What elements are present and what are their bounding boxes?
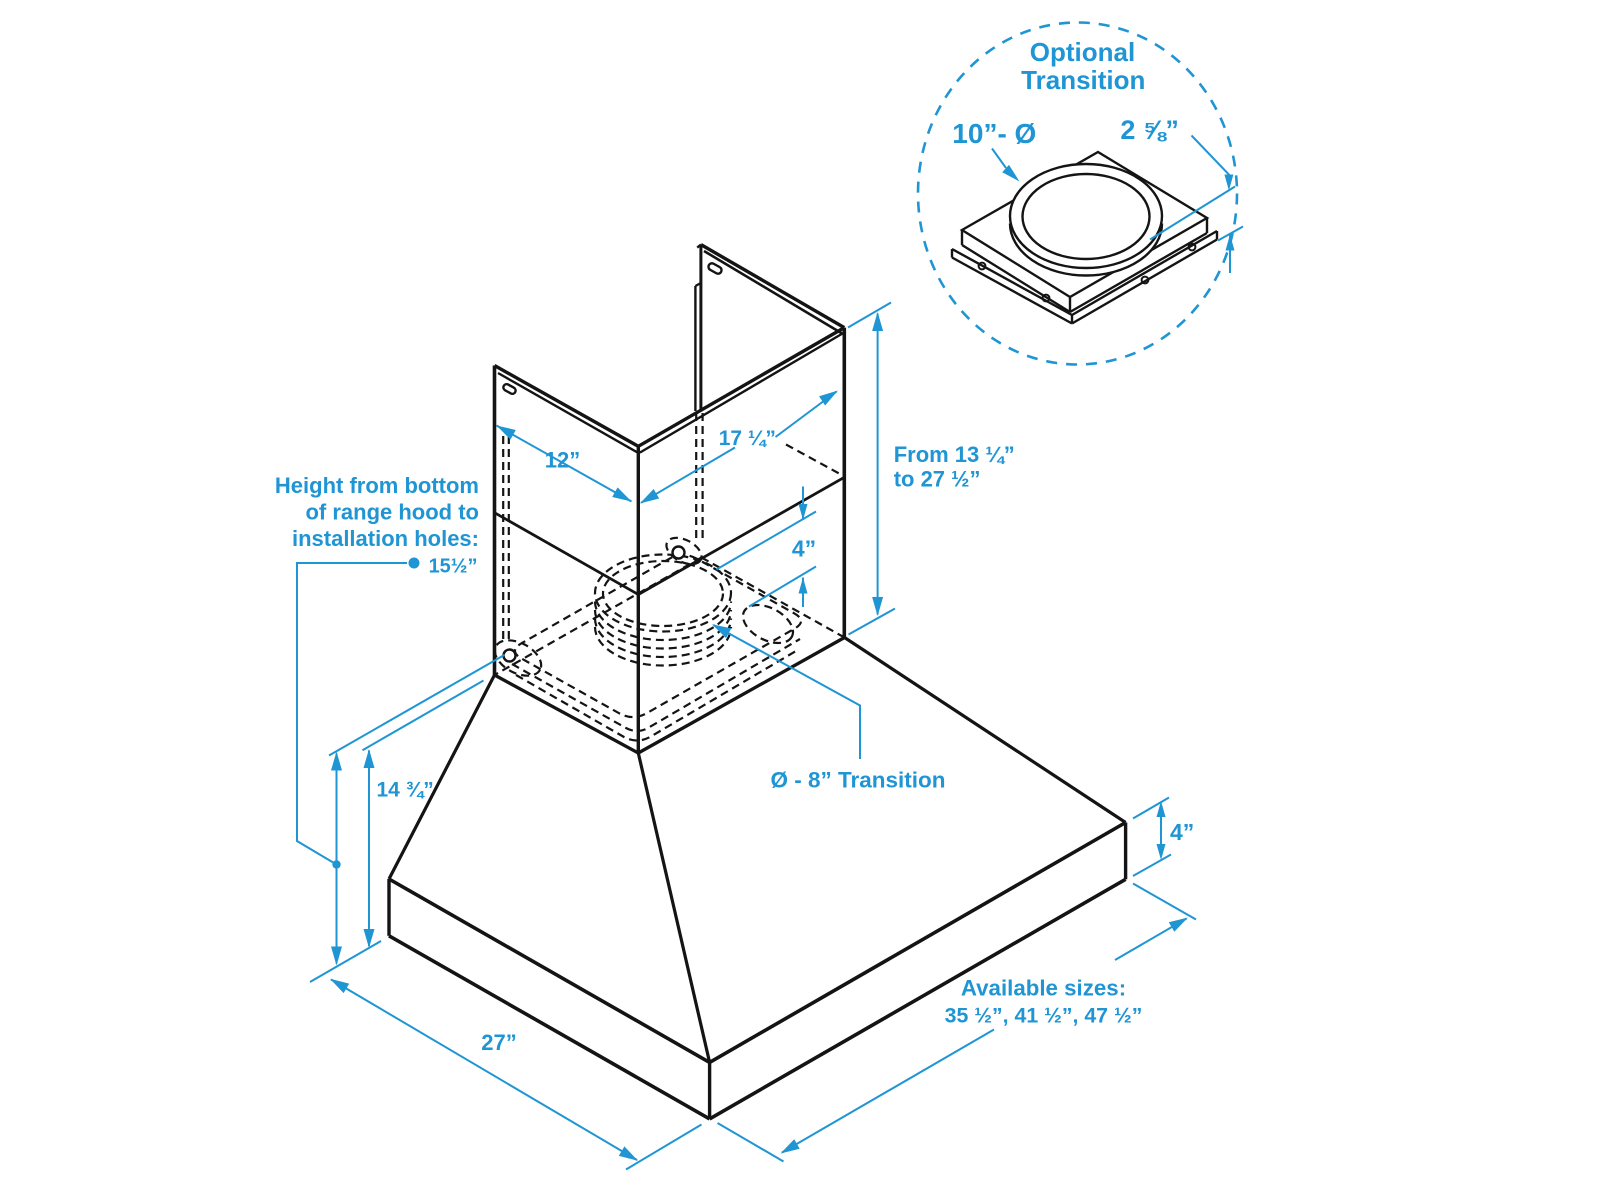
svg-text:Height from bottom: Height from bottom <box>275 473 479 498</box>
svg-text:35 ½”, 41 ½”, 47 ½”: 35 ½”, 41 ½”, 47 ½” <box>945 1004 1143 1028</box>
svg-text:2 ⅝”: 2 ⅝” <box>1120 115 1179 145</box>
svg-text:12”: 12” <box>545 448 580 473</box>
svg-text:Transition: Transition <box>1021 65 1145 95</box>
svg-text:27”: 27” <box>481 1030 516 1055</box>
svg-text:4”: 4” <box>792 536 816 562</box>
svg-text:14 ¾”: 14 ¾” <box>377 779 434 802</box>
svg-text:Optional: Optional <box>1030 37 1135 67</box>
svg-text:4”: 4” <box>1170 819 1194 845</box>
svg-text:17 ¼”: 17 ¼” <box>719 427 776 450</box>
svg-text:to 27 ½”: to 27 ½” <box>894 467 981 492</box>
svg-text:installation holes:: installation holes: <box>292 526 479 551</box>
svg-text:Ø - 8” Transition: Ø - 8” Transition <box>771 768 946 793</box>
svg-text:Available sizes:: Available sizes: <box>961 976 1126 1001</box>
svg-text:10”- Ø: 10”- Ø <box>952 118 1036 149</box>
svg-text:From 13 ¼”: From 13 ¼” <box>894 442 1015 467</box>
svg-text:15½”: 15½” <box>429 556 478 578</box>
svg-text:of range hood to: of range hood to <box>305 500 479 525</box>
